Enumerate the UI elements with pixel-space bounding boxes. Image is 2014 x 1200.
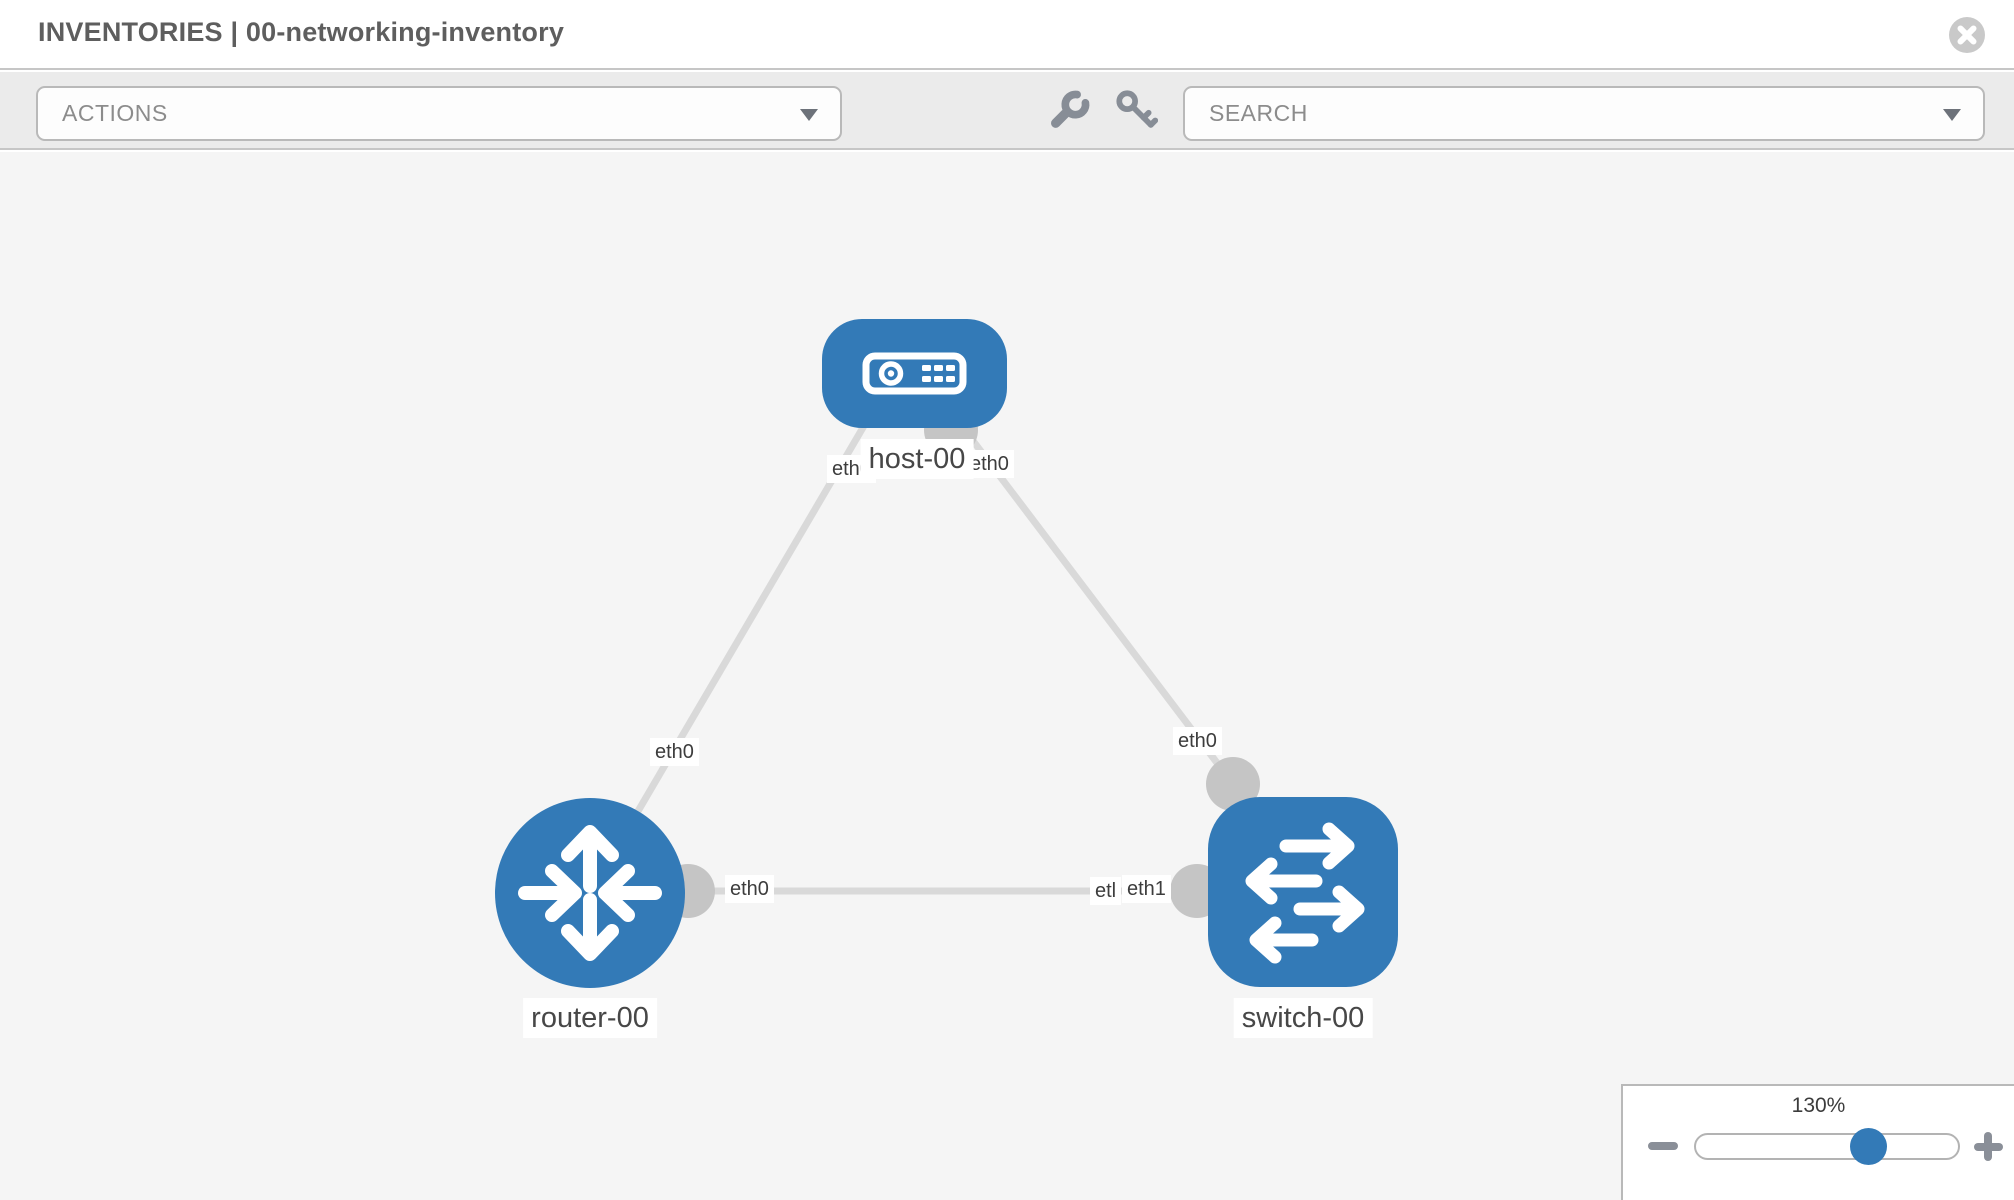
zoom-control-panel: 130% bbox=[1621, 1084, 2014, 1200]
page-title: INVENTORIES | 00-networking-inventory bbox=[38, 17, 565, 47]
links-layer bbox=[586, 403, 1303, 918]
chevron-down-icon bbox=[800, 108, 818, 121]
chevron-down-icon bbox=[1943, 108, 1961, 121]
interface-label-switch-to-router-clipped: etl bbox=[1090, 877, 1122, 905]
search-dropdown-label: SEARCH bbox=[1209, 100, 1308, 126]
search-dropdown[interactable]: SEARCH bbox=[1183, 86, 1985, 141]
node-router-00[interactable] bbox=[495, 798, 685, 988]
node-switch-00[interactable] bbox=[1208, 797, 1398, 987]
node-label-router: router-00 bbox=[523, 998, 657, 1038]
wrench-icon[interactable] bbox=[1048, 88, 1092, 132]
zoom-percentage: 130% bbox=[1791, 1094, 1846, 1117]
zoom-in-plus-icon[interactable] bbox=[1974, 1132, 2003, 1161]
router-icon bbox=[518, 825, 662, 961]
interface-label-router-to-host: eth0 bbox=[650, 738, 699, 766]
interface-dot-switch-top bbox=[1206, 757, 1260, 811]
node-host-00[interactable] bbox=[822, 319, 1007, 428]
header-bar: INVENTORIES | 00-networking-inventory bbox=[0, 0, 2014, 70]
node-label-switch: switch-00 bbox=[1233, 998, 1373, 1038]
interface-label-switch-to-router: eth1 bbox=[1122, 875, 1171, 903]
interface-label-switch-to-host: eth0 bbox=[1173, 727, 1222, 755]
topology-canvas[interactable]: host-00 router-00 switch-00 eth0 eth0 et… bbox=[0, 152, 2014, 1200]
zoom-slider-track[interactable] bbox=[1694, 1133, 1960, 1160]
node-label-host: host-00 bbox=[860, 439, 974, 479]
close-icon[interactable] bbox=[1948, 16, 1986, 54]
link-lines bbox=[586, 417, 1303, 895]
interface-label-router-to-switch: eth0 bbox=[725, 875, 774, 903]
key-icon[interactable] bbox=[1114, 88, 1158, 132]
toolbar: ACTIONS SEARCH bbox=[0, 72, 2014, 150]
actions-dropdown-label: ACTIONS bbox=[62, 100, 168, 126]
actions-dropdown[interactable]: ACTIONS bbox=[36, 86, 842, 141]
interface-dots bbox=[661, 403, 1260, 918]
zoom-slider-thumb[interactable] bbox=[1850, 1128, 1887, 1165]
host-icon bbox=[862, 352, 967, 395]
link-host-switch bbox=[955, 418, 1236, 787]
zoom-out-minus-icon[interactable] bbox=[1648, 1142, 1678, 1150]
switch-icon bbox=[1245, 822, 1365, 964]
